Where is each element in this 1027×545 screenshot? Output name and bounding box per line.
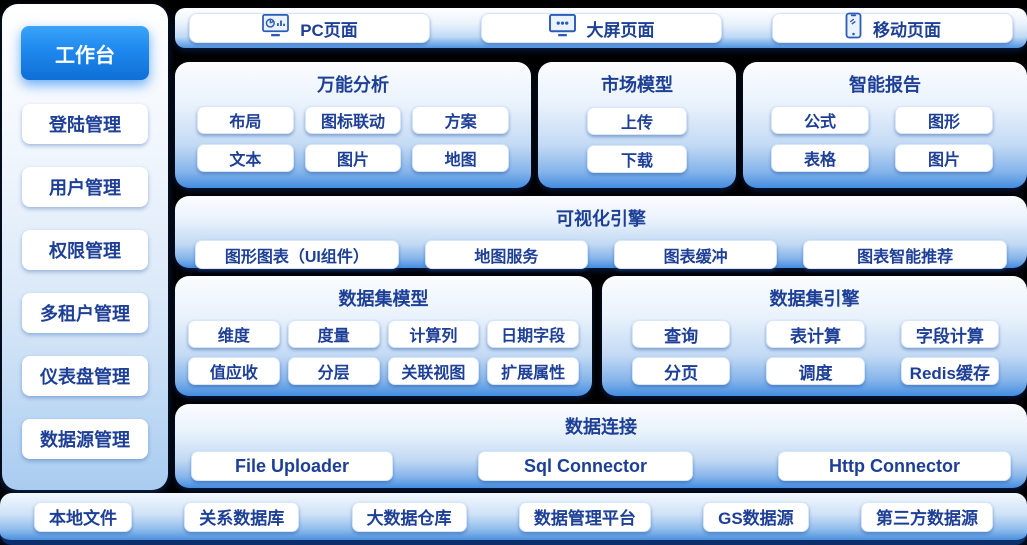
ui-chart-components-button[interactable]: 图形图表（UI组件）	[195, 240, 399, 269]
universal-analysis-panel: 万能分析 布局 图标联动 方案 文本 图片 地图	[175, 62, 531, 188]
chart-smart-recommend-button[interactable]: 图表智能推荐	[803, 240, 1007, 269]
graphic-button[interactable]: 图形	[895, 106, 993, 134]
chart-buffer-button[interactable]: 图表缓冲	[614, 240, 778, 269]
layout-button[interactable]: 布局	[197, 106, 294, 134]
sql-connector-button[interactable]: Sql Connector	[478, 451, 693, 481]
dataset-engine-title: 数据集引擎	[769, 289, 860, 309]
sidebar-item-dashboard-management[interactable]: 仪表盘管理	[22, 356, 148, 396]
table-button[interactable]: 表格	[771, 144, 869, 172]
monitor-chart-icon	[261, 13, 290, 43]
data-connection-panel: 数据连接 File Uploader Sql Connector Http Co…	[175, 404, 1027, 488]
map-button[interactable]: 地图	[412, 144, 509, 172]
mobile-phone-icon	[844, 12, 863, 45]
download-button[interactable]: 下载	[587, 145, 687, 173]
universal-analysis-title: 万能分析	[317, 75, 389, 95]
third-party-datasource-button[interactable]: 第三方数据源	[860, 501, 993, 532]
formula-button[interactable]: 公式	[771, 106, 869, 134]
visualization-engine-row: 图形图表（UI组件） 地图服务 图表缓冲 图表智能推荐	[175, 231, 1027, 269]
chart-linkage-button[interactable]: 图标联动	[304, 106, 402, 134]
redis-cache-button[interactable]: Redis缓存	[900, 357, 999, 385]
date-field-button[interactable]: 日期字段	[487, 320, 579, 348]
linked-view-button[interactable]: 关联视图	[387, 357, 480, 385]
sidebar: 工作台 登陆管理 用户管理 权限管理 多租户管理 仪表盘管理 数据源管理	[2, 4, 168, 490]
dataset-model-panel: 数据集模型 维度 度量 计算列 日期字段 值应收 分层 关联视图 扩展属性	[175, 276, 592, 396]
data-management-platform-button[interactable]: 数据管理平台	[518, 501, 651, 532]
feature-panels-row: 万能分析 布局 图标联动 方案 文本 图片 地图 市场模型 上传 下载 智能报告…	[175, 62, 1027, 188]
big-data-warehouse-button[interactable]: 大数据仓库	[351, 501, 467, 532]
dataset-model-grid: 维度 度量 计算列 日期字段 值应收 分层 关联视图 扩展属性	[175, 311, 592, 385]
visualization-engine-panel: 可视化引擎 图形图表（UI组件） 地图服务 图表缓冲 图表智能推荐	[175, 196, 1027, 269]
dimension-button[interactable]: 维度	[188, 320, 280, 348]
datasource-strip: 本地文件 关系数据库 大数据仓库 数据管理平台 GS数据源 第三方数据源	[0, 493, 1027, 545]
universal-analysis-grid: 布局 图标联动 方案 文本 图片 地图	[175, 97, 531, 172]
field-calc-button[interactable]: 字段计算	[900, 320, 999, 348]
scheme-button[interactable]: 方案	[412, 106, 509, 134]
value-receivable-button[interactable]: 值应收	[188, 357, 280, 385]
mobile-page-button[interactable]: 移动页面	[772, 12, 1013, 45]
pc-page-label: PC页面	[300, 20, 358, 40]
smart-report-title: 智能报告	[849, 75, 921, 95]
pagination-button[interactable]: 分页	[632, 357, 731, 385]
sidebar-item-permission-management[interactable]: 权限管理	[22, 230, 148, 270]
hierarchy-button[interactable]: 分层	[287, 357, 380, 385]
data-connection-row: File Uploader Sql Connector Http Connect…	[175, 439, 1027, 481]
dataset-model-title: 数据集模型	[338, 289, 429, 309]
monitor-dots-icon	[548, 13, 577, 43]
local-file-button[interactable]: 本地文件	[34, 501, 132, 532]
calculated-column-button[interactable]: 计算列	[387, 320, 480, 348]
http-connector-button[interactable]: Http Connector	[778, 451, 1011, 481]
dataset-panels-row: 数据集模型 维度 度量 计算列 日期字段 值应收 分层 关联视图 扩展属性 数据…	[175, 276, 1027, 396]
map-service-button[interactable]: 地图服务	[424, 240, 588, 269]
big-screen-page-button[interactable]: 大屏页面	[480, 13, 722, 43]
visualization-engine-title: 可视化引擎	[556, 209, 646, 229]
scheduling-button[interactable]: 调度	[766, 357, 865, 385]
page-type-strip: PC页面 大屏页面	[175, 8, 1027, 48]
sidebar-item-user-management[interactable]: 用户管理	[22, 167, 148, 207]
file-uploader-button[interactable]: File Uploader	[191, 451, 393, 481]
data-connection-title: 数据连接	[565, 417, 637, 437]
dataset-engine-panel: 数据集引擎 查询 表计算 字段计算 分页 调度 Redis缓存	[602, 276, 1027, 396]
sidebar-item-multi-tenant-management[interactable]: 多租户管理	[22, 293, 148, 333]
text-button[interactable]: 文本	[197, 144, 294, 172]
main-area: PC页面 大屏页面	[175, 0, 1027, 488]
smart-report-panel: 智能报告 公式 图形 表格 图片	[743, 62, 1027, 188]
gs-datasource-button[interactable]: GS数据源	[703, 501, 809, 532]
sidebar-item-login-management[interactable]: 登陆管理	[22, 104, 148, 144]
sidebar-item-workbench[interactable]: 工作台	[21, 26, 149, 80]
picture-button[interactable]: 图片	[895, 144, 993, 172]
measure-button[interactable]: 度量	[287, 320, 380, 348]
market-model-title: 市场模型	[601, 75, 673, 95]
mobile-page-label: 移动页面	[873, 20, 941, 40]
big-screen-page-label: 大屏页面	[586, 20, 655, 40]
table-calc-button[interactable]: 表计算	[766, 320, 865, 348]
dataset-engine-grid: 查询 表计算 字段计算 分页 调度 Redis缓存	[602, 311, 1027, 385]
market-model-panel: 市场模型 上传 下载	[538, 62, 736, 188]
query-button[interactable]: 查询	[632, 320, 731, 348]
relational-database-button[interactable]: 关系数据库	[184, 501, 300, 532]
pc-page-button[interactable]: PC页面	[189, 13, 430, 43]
extended-attribute-button[interactable]: 扩展属性	[487, 357, 579, 385]
smart-report-grid: 公式 图形 表格 图片	[743, 97, 1027, 172]
image-button[interactable]: 图片	[304, 144, 402, 172]
upload-button[interactable]: 上传	[587, 107, 687, 135]
sidebar-item-datasource-management[interactable]: 数据源管理	[22, 419, 148, 459]
